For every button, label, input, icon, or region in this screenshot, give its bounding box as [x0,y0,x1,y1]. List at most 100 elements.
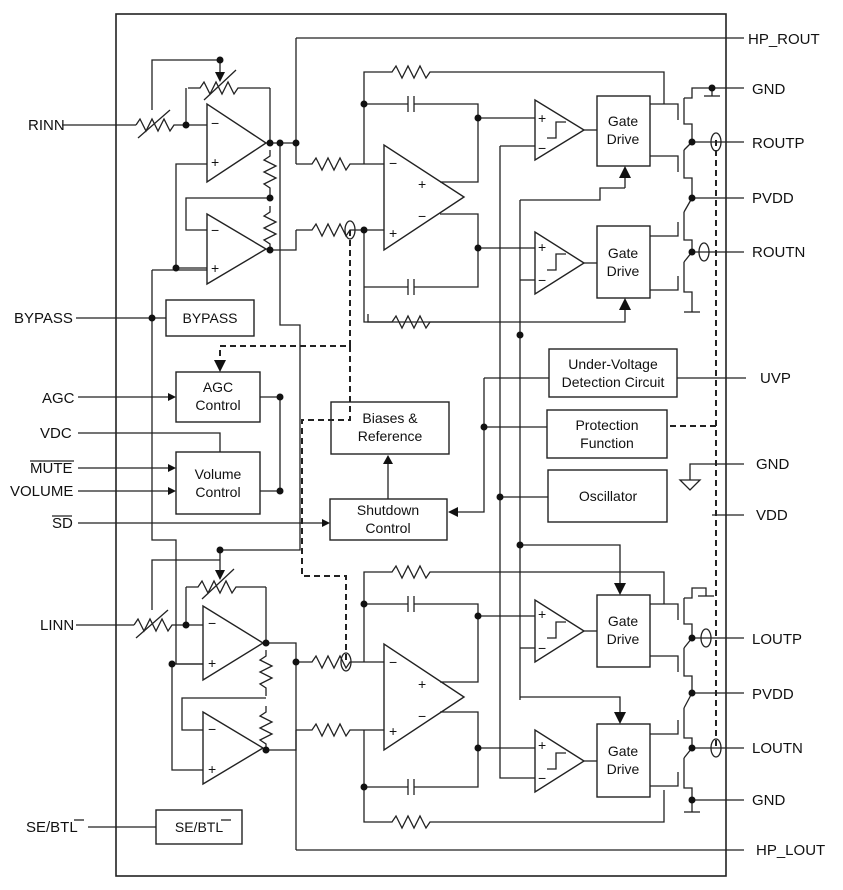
dashed-sense-lines [214,132,722,758]
pin-label-loutn: LOUTN [752,740,803,757]
oscillator-block [547,469,668,523]
gate-drive-3-line1: Gate [608,613,639,629]
junction [216,546,224,554]
arrow-volume-in [168,487,176,495]
shutdown-feed [454,378,485,513]
wire-top-loop-l [151,559,220,610]
junction [276,393,284,401]
feedback-vres-l [186,579,266,595]
agc-block-line1: AGC [203,379,233,395]
sense-ring-loutn [710,738,722,758]
gate-drive-3-ctrl-arrow [614,583,626,595]
junction [360,783,368,791]
fet-l2-gate [650,655,679,672]
vres-r-wiper-arrow [215,72,225,82]
sense-ring-l-in [340,652,352,672]
variable-resistor-linn [133,617,186,633]
preamp-r2 [206,212,268,286]
gate-drive-4-ctrl-arrow [614,712,626,724]
volume-block-line1: Volume [195,466,242,482]
passives [133,64,665,830]
pin-label-sebtl: SE/BTL [26,819,78,836]
left-pins: RINN BYPASS AGC VDC MUTE VOLUME SD LINN … [10,117,330,836]
wire-r2-to-main [270,230,297,251]
dash-agc-arrow [214,360,226,372]
main-in-res-r-plus [296,222,384,238]
comparator-4-hysteresis-icon [547,752,566,770]
gate-drive-4 [596,723,651,798]
junction [292,658,300,666]
agc-block-line2: Control [195,397,240,413]
sense-ring-routn [698,242,710,262]
junction [360,600,368,608]
junction [474,244,482,252]
gate-drive-blocks: Gate Drive Gate Drive Gate Drive Gate Dr… [367,95,651,798]
main-amp-right [383,143,466,252]
opamps: − + − + − + + − − + − + − + + − [202,102,466,786]
fet-l1-gate [650,603,679,620]
gnd-mid-triangle [678,479,702,491]
preamp-r1 [206,102,268,184]
comparator-3-hysteresis-icon [547,621,566,639]
junction [276,139,284,147]
comparator-1-hysteresis-icon [547,121,566,139]
pin-label-gnd-mid: GND [756,456,790,473]
preamp-l1-plus: + [208,655,216,671]
pin-label-pvdd-top: PVDD [752,190,794,207]
gate-drive-4-ctrl-wire [520,696,621,714]
dash-agc-loop [219,230,351,360]
uvd-block-line2: Detection Circuit [562,374,665,390]
gate-drive-1-line2: Drive [607,131,640,147]
bypass-block [165,299,255,337]
junction [688,138,696,146]
signal-wires [151,38,625,850]
wire-preamp-l1-out [263,642,297,662]
pin-label-rinn: RINN [28,117,65,134]
comparator-1-plus: + [538,110,546,126]
comparator-1-minus: − [538,140,546,156]
volume-block-line2: Control [195,484,240,500]
gate-drive-3 [596,594,651,668]
fet-r4-gate [650,276,679,291]
pin-label-linn: LINN [40,617,74,634]
main-in-res-l-minus [296,654,384,670]
shutdown-block-line2: Control [365,520,410,536]
bypass-block-label: BYPASS [183,310,238,326]
pin-label-routn: ROUTN [752,244,805,261]
preamp-r1-plus: + [211,154,219,170]
gate-drive-2-line1: Gate [608,245,639,261]
sebtl-block [155,809,243,845]
gate-drive-2 [596,225,651,299]
pin-label-volume: VOLUME [10,483,73,500]
gate-drive-3-line2: Drive [607,631,640,647]
main-amp-right-minus-in: − [389,155,397,171]
sense-ring-routp [710,132,722,152]
fet-r1-body [683,98,693,142]
junction [480,423,488,431]
fet-r3-gate [650,222,679,237]
pin-label-sd: SD [52,515,73,532]
junction [688,248,696,256]
main-in-res-r-minus [296,156,384,172]
wire-top-loop-r [151,59,221,110]
comparator-1 [534,98,586,162]
comparator-3-plus: + [538,606,546,622]
wire-main-r-out-bot [440,213,535,249]
pin-label-pvdd-bot: PVDD [752,686,794,703]
comparator-2-minus: − [538,272,546,288]
feedback-vres-r [188,80,270,96]
cap-l-top-wire2 [414,603,479,616]
under-voltage-detection-block [548,348,678,398]
wire-preamp-r2-minus [185,197,270,231]
volume-control-block [175,451,261,515]
junction [688,194,696,202]
junction [266,246,274,254]
junction [172,264,180,272]
fet-r1-gate [650,103,679,120]
divider-res-l1 [258,650,274,696]
preamp-r1-minus: − [211,115,219,131]
vres-l-wiper-arrow [215,570,225,580]
junction [182,621,190,629]
right-pins: HP_ROUT GND ROUTP PVDD ROUTN UVP GND VDD… [296,31,825,859]
